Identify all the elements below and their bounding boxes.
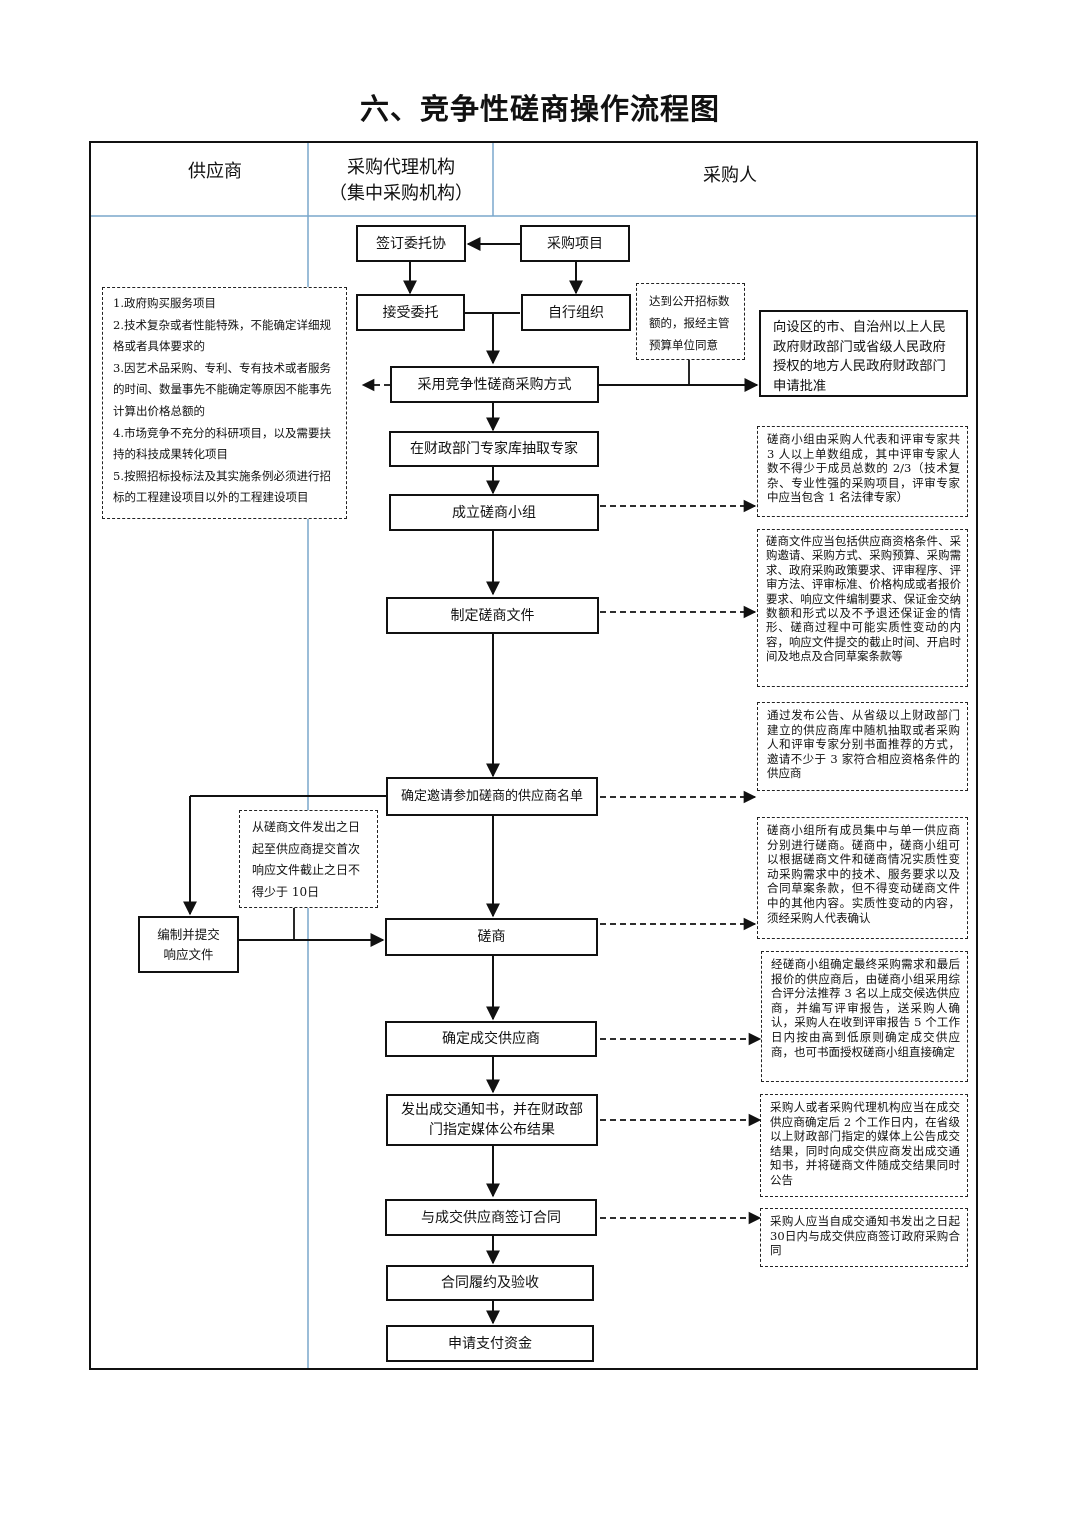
deadline-note: 从磋商文件发出之日起至供应商提交首次响应文件截止之日不得少于 10日 bbox=[239, 810, 378, 908]
draw-experts-box: 在财政部门专家库抽取专家 bbox=[389, 431, 599, 467]
contract-rules-note: 采购人应当自成交通知书发出之日起30日内与成交供应商签订政府采购合同 bbox=[760, 1208, 968, 1267]
invite-method-note: 通过发布公告、从省级以上财政部门建立的供应商库中随机抽取或者采购人和评审专家分别… bbox=[757, 702, 968, 791]
lane-agency-line2: （集中采购机构） bbox=[329, 183, 473, 204]
issue-notice-line2: 门指定媒体公布结果 bbox=[429, 1122, 555, 1138]
issue-notice-box: 发出成交通知书，并在财政部 门指定媒体公布结果 bbox=[386, 1094, 598, 1146]
confirm-supplier-box: 确定成交供应商 bbox=[385, 1021, 597, 1057]
negotiation-box: 磋商 bbox=[385, 918, 598, 956]
case-item: 2.技术复杂或者性能特殊，不能确定详细规格或者具体要求的 bbox=[113, 317, 331, 354]
case-item: 3.因艺术品采购、专利、专有技术或者服务的时间、数量事先不能确定等原因不能事先计… bbox=[113, 360, 332, 418]
threshold-note: 达到公开招标数额的，报经主管预算单位同意 bbox=[636, 283, 745, 360]
sign-entrust-box: 签订委托协 bbox=[356, 225, 466, 262]
case-item: 1.政府购买服务项目 bbox=[113, 296, 216, 310]
negotiation-rules-note: 磋商小组所有成员集中与单一供应商分别进行磋商。磋商中，磋商小组可以根据磋商文件和… bbox=[757, 817, 968, 939]
lane-agency-line1: 采购代理机构 bbox=[347, 157, 455, 178]
lane-supplier-header: 供应商 bbox=[188, 161, 242, 182]
page-title: 六、竞争性磋商操作流程图 bbox=[359, 92, 720, 126]
prepare-response-line2: 响应文件 bbox=[163, 946, 214, 962]
perform-accept-box: 合同履约及验收 bbox=[386, 1265, 594, 1301]
case-item: 5.按照招标投标法及其实施条例必须进行招标的工程建设项目以外的工程建设项目 bbox=[113, 468, 331, 505]
accept-entrust-box: 接受委托 bbox=[356, 294, 465, 331]
prepare-response-line1: 编制并提交 bbox=[157, 926, 220, 942]
self-organize-box: 自行组织 bbox=[521, 294, 631, 331]
applicable-cases-note: 1.政府购买服务项目 2.技术复杂或者性能特殊，不能确定详细规格或者具体要求的 … bbox=[102, 287, 347, 519]
confirm-rules-note: 经磋商小组确定最终采购需求和最后报价的供应商后，由磋商小组采用综合评分法推荐 3… bbox=[761, 951, 968, 1082]
docs-content-note: 磋商文件应当包括供应商资格条件、采购邀请、采购方式、采购预算、采购需求、政府采购… bbox=[757, 529, 968, 687]
make-docs-box: 制定磋商文件 bbox=[386, 597, 599, 634]
lane-agency-header: 采购代理机构 （集中采购机构） bbox=[310, 155, 492, 207]
prepare-response-box: 编制并提交 响应文件 bbox=[138, 916, 239, 973]
team-composition-note: 磋商小组由采购人代表和评审专家共 3 人以上单数组成，其中评审专家人数不得少于成… bbox=[757, 426, 968, 517]
form-team-box: 成立磋商小组 bbox=[389, 494, 599, 531]
flowchart-frame bbox=[89, 141, 978, 1370]
issue-notice-line1: 发出成交通知书，并在财政部 bbox=[401, 1102, 583, 1118]
approval-note: 向设区的市、自治州以上人民政府财政部门或省级人民政府授权的地方人民政府财政部门申… bbox=[759, 310, 968, 397]
procurement-project-box: 采购项目 bbox=[520, 225, 630, 262]
lane-purchaser-header: 采购人 bbox=[703, 165, 757, 186]
case-item: 4.市场竞争不充分的科研项目，以及需要扶持的科技成果转化项目 bbox=[113, 425, 331, 462]
sign-contract-box: 与成交供应商签订合同 bbox=[385, 1199, 597, 1236]
apply-payment-box: 申请支付资金 bbox=[386, 1325, 594, 1362]
adopt-method-box: 采用竞争性磋商采购方式 bbox=[390, 366, 599, 403]
confirm-list-box: 确定邀请参加磋商的供应商名单 bbox=[386, 777, 598, 816]
announce-rules-note: 采购人或者采购代理机构应当在成交供应商确定后 2 个工作日内，在省级以上财政部门… bbox=[760, 1094, 968, 1197]
